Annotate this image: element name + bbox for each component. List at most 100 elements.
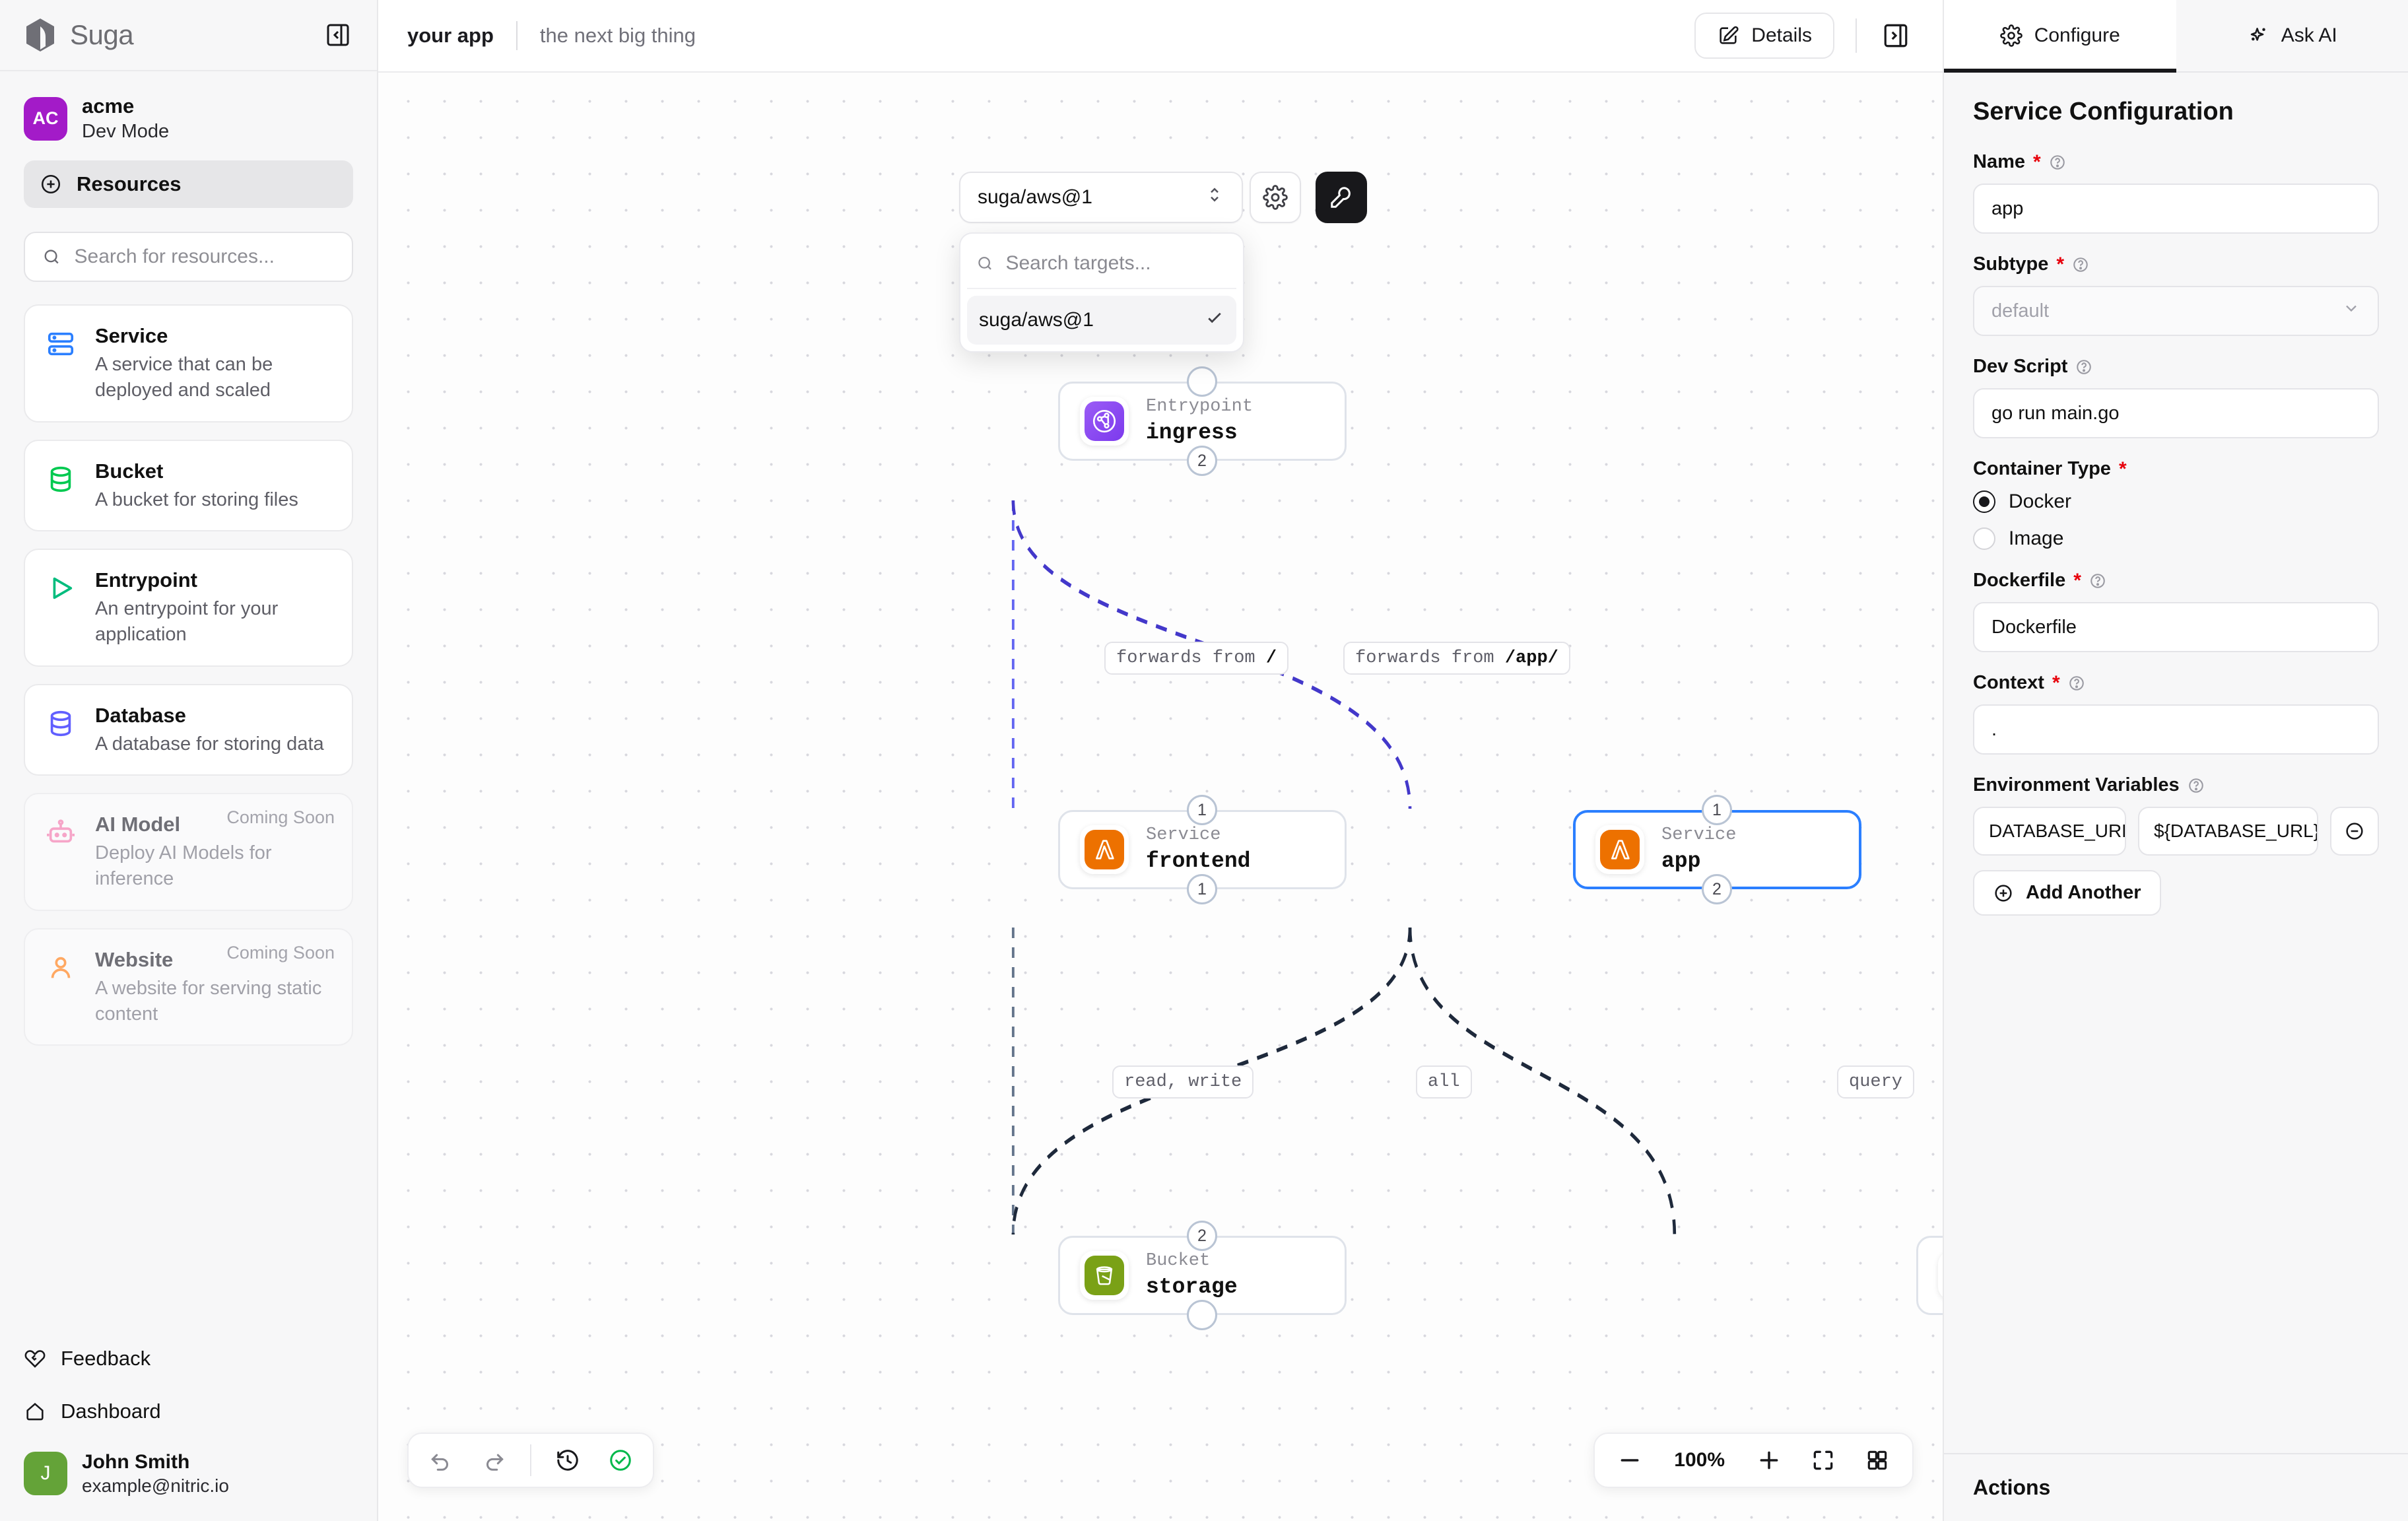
graph-node-postgres[interactable]: Database postgres [1916,1236,1943,1315]
help-icon[interactable] [2049,154,2066,171]
target-search[interactable] [967,240,1236,289]
sidebar-collapse-icon[interactable] [323,20,353,50]
user-menu[interactable]: J John Smith example@nitric.io [24,1438,353,1498]
node-handle-frontend-bottom[interactable]: 1 [1187,874,1217,904]
edge-label-read-write[interactable]: read, write [1112,1065,1254,1098]
target-option[interactable]: suga/aws@1 [967,296,1236,345]
resource-search[interactable] [24,232,353,282]
field-dockerfile: Dockerfile * Dockerfile [1973,570,2379,652]
radio-docker[interactable]: Docker [1973,490,2379,513]
org-avatar: AC [24,96,67,141]
help-icon[interactable] [2188,777,2205,794]
search-input[interactable] [74,246,335,268]
context-input[interactable]: . [1973,704,2379,755]
history-button[interactable] [543,1436,592,1485]
help-icon[interactable] [2072,256,2089,273]
resource-card-entrypoint[interactable]: Entrypoint An entrypoint for your applic… [24,549,353,667]
feedback-link[interactable]: Feedback [24,1332,353,1385]
dockerfile-input[interactable]: Dockerfile [1973,602,2379,652]
env-var-value-input[interactable]: ${DATABASE_URL} [2138,807,2318,856]
node-handle-app-top[interactable]: 1 [1702,795,1732,825]
env-var-key-input[interactable]: DATABASE_URL [1973,807,2126,856]
right-panel-tabs: Configure Ask AI [1944,0,2408,73]
node-handle-ingress-bottom[interactable]: 2 [1187,446,1217,476]
zoom-in-button[interactable] [1745,1436,1793,1485]
tab-ask-ai[interactable]: Ask AI [2176,0,2408,71]
suga-logo-icon [26,18,54,51]
undo-button[interactable] [417,1436,465,1485]
env-var-remove-button[interactable] [2330,807,2379,856]
help-icon[interactable] [2089,572,2106,590]
env-var-row: DATABASE_URL ${DATABASE_URL} [1973,807,2379,856]
resource-card-service[interactable]: Service A service that can be deployed a… [24,304,353,422]
required-asterisk: * [2056,253,2065,275]
sidebar-header: Suga [0,0,377,71]
radio-docker-label: Docker [2009,490,2072,512]
resource-title: Entrypoint [95,568,197,592]
edge-label-all[interactable]: all [1416,1065,1472,1098]
validate-button[interactable] [596,1436,645,1485]
feedback-label: Feedback [61,1346,151,1370]
target-select-trigger[interactable]: suga/aws@1 [959,172,1243,223]
field-subtype: Subtype * default [1973,254,2379,336]
breadcrumb-app-name[interactable]: your app [407,24,494,47]
dev-script-input[interactable]: go run main.go [1973,388,2379,438]
layout-grid-button[interactable] [1853,1436,1902,1485]
canvas-settings-button[interactable] [1250,172,1301,223]
name-input[interactable]: app [1973,184,2379,234]
fit-view-button[interactable] [1799,1436,1848,1485]
field-env-vars: Environment Variables DATABASE_URL ${DAT… [1973,774,2379,916]
node-handle-app-bottom[interactable]: 2 [1702,874,1732,904]
details-button[interactable]: Details [1694,13,1834,59]
node-name: storage [1146,1274,1238,1299]
resources-add-button[interactable]: Resources [24,160,353,208]
search-icon [44,250,59,264]
resource-title: Database [95,703,186,727]
edge-label-prefix: read, write [1124,1072,1242,1092]
edge-label-forwards-app[interactable]: forwards from /app/ [1343,642,1570,675]
resource-card-ai-model: Coming Soon AI Model Deploy AI Models fo… [24,793,353,911]
edge-label-forwards-root[interactable]: forwards from / [1104,642,1289,675]
edge-app-storage [1011,927,1412,1235]
zoom-level[interactable]: 100% [1674,1449,1725,1471]
chevron-down-icon [2342,299,2360,323]
graph-canvas[interactable]: suga/aws@1 suga/aws@ [378,73,1943,1521]
target-search-input[interactable] [1005,252,1227,275]
aws-lambda-icon [1080,825,1129,874]
check-circle-icon [610,1450,631,1471]
node-handle-frontend-top[interactable]: 1 [1187,795,1217,825]
redo-button[interactable] [469,1436,518,1485]
resource-card-bucket[interactable]: Bucket A bucket for storing files [24,439,353,532]
dashboard-link[interactable]: Dashboard [24,1385,353,1438]
play-icon [44,571,78,605]
edge-label-prefix: forwards from [1355,648,1505,668]
radio-image[interactable]: Image [1973,527,2379,550]
edge-app-postgres [1408,927,1677,1235]
edge-label-query[interactable]: query [1837,1065,1915,1098]
topbar-divider [1856,18,1857,53]
node-kind: Service [1146,825,1221,846]
chevron-up-down-icon [1205,185,1224,210]
node-handle-storage-top[interactable]: 2 [1187,1221,1217,1251]
zoom-out-button[interactable] [1605,1436,1654,1485]
help-icon[interactable] [2068,675,2085,692]
tab-configure-label: Configure [2034,24,2120,46]
edit-square-icon [1720,26,1739,44]
required-asterisk: * [2118,457,2127,480]
neon-postgres-icon [1938,1251,1943,1300]
canvas-build-button[interactable] [1316,172,1367,223]
field-name: Name * app [1973,151,2379,234]
canvas-tools [1250,172,1367,223]
node-handle-ingress-top[interactable] [1187,366,1217,397]
actions-section[interactable]: Actions [1944,1453,2408,1521]
target-selected-value: suga/aws@1 [978,186,1092,208]
resource-title: Service [95,324,168,347]
subtype-select[interactable]: default [1973,286,2379,336]
org-switcher[interactable]: AC acme Dev Mode [0,71,377,160]
env-var-add-button[interactable]: Add Another [1973,870,2161,916]
tab-configure[interactable]: Configure [1944,0,2176,73]
right-panel-toggle-icon[interactable] [1878,18,1914,53]
node-handle-storage-bottom[interactable] [1187,1300,1217,1330]
resource-card-database[interactable]: Database A database for storing data [24,683,353,776]
help-icon[interactable] [2075,358,2092,376]
